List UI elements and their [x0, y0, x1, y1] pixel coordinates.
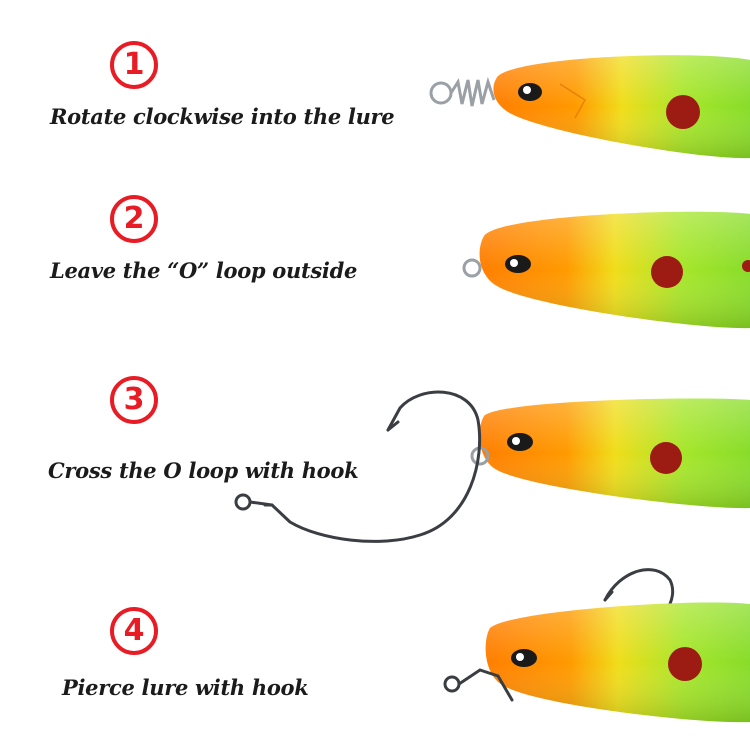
step-4-number-badge: 4 — [110, 607, 158, 655]
offset-hook — [234, 390, 482, 543]
step-2-number-badge: 2 — [110, 195, 158, 243]
step-4-caption: Pierce lure with hook — [62, 675, 309, 700]
step-2-caption: Leave the “O” loop outside — [50, 258, 358, 283]
lure-step-2 — [462, 211, 750, 329]
step-3-number-badge: 3 — [110, 376, 158, 424]
lure-step-1 — [429, 55, 750, 159]
step-1-number-badge: 1 — [110, 41, 158, 89]
o-loop — [462, 258, 482, 278]
step-1-caption: Rotate clockwise into the lure — [50, 104, 395, 129]
step-3-caption: Cross the O loop with hook — [48, 458, 359, 483]
lure-step-3 — [234, 390, 750, 543]
lure-step-4 — [443, 568, 750, 723]
screw-coil — [429, 76, 496, 107]
